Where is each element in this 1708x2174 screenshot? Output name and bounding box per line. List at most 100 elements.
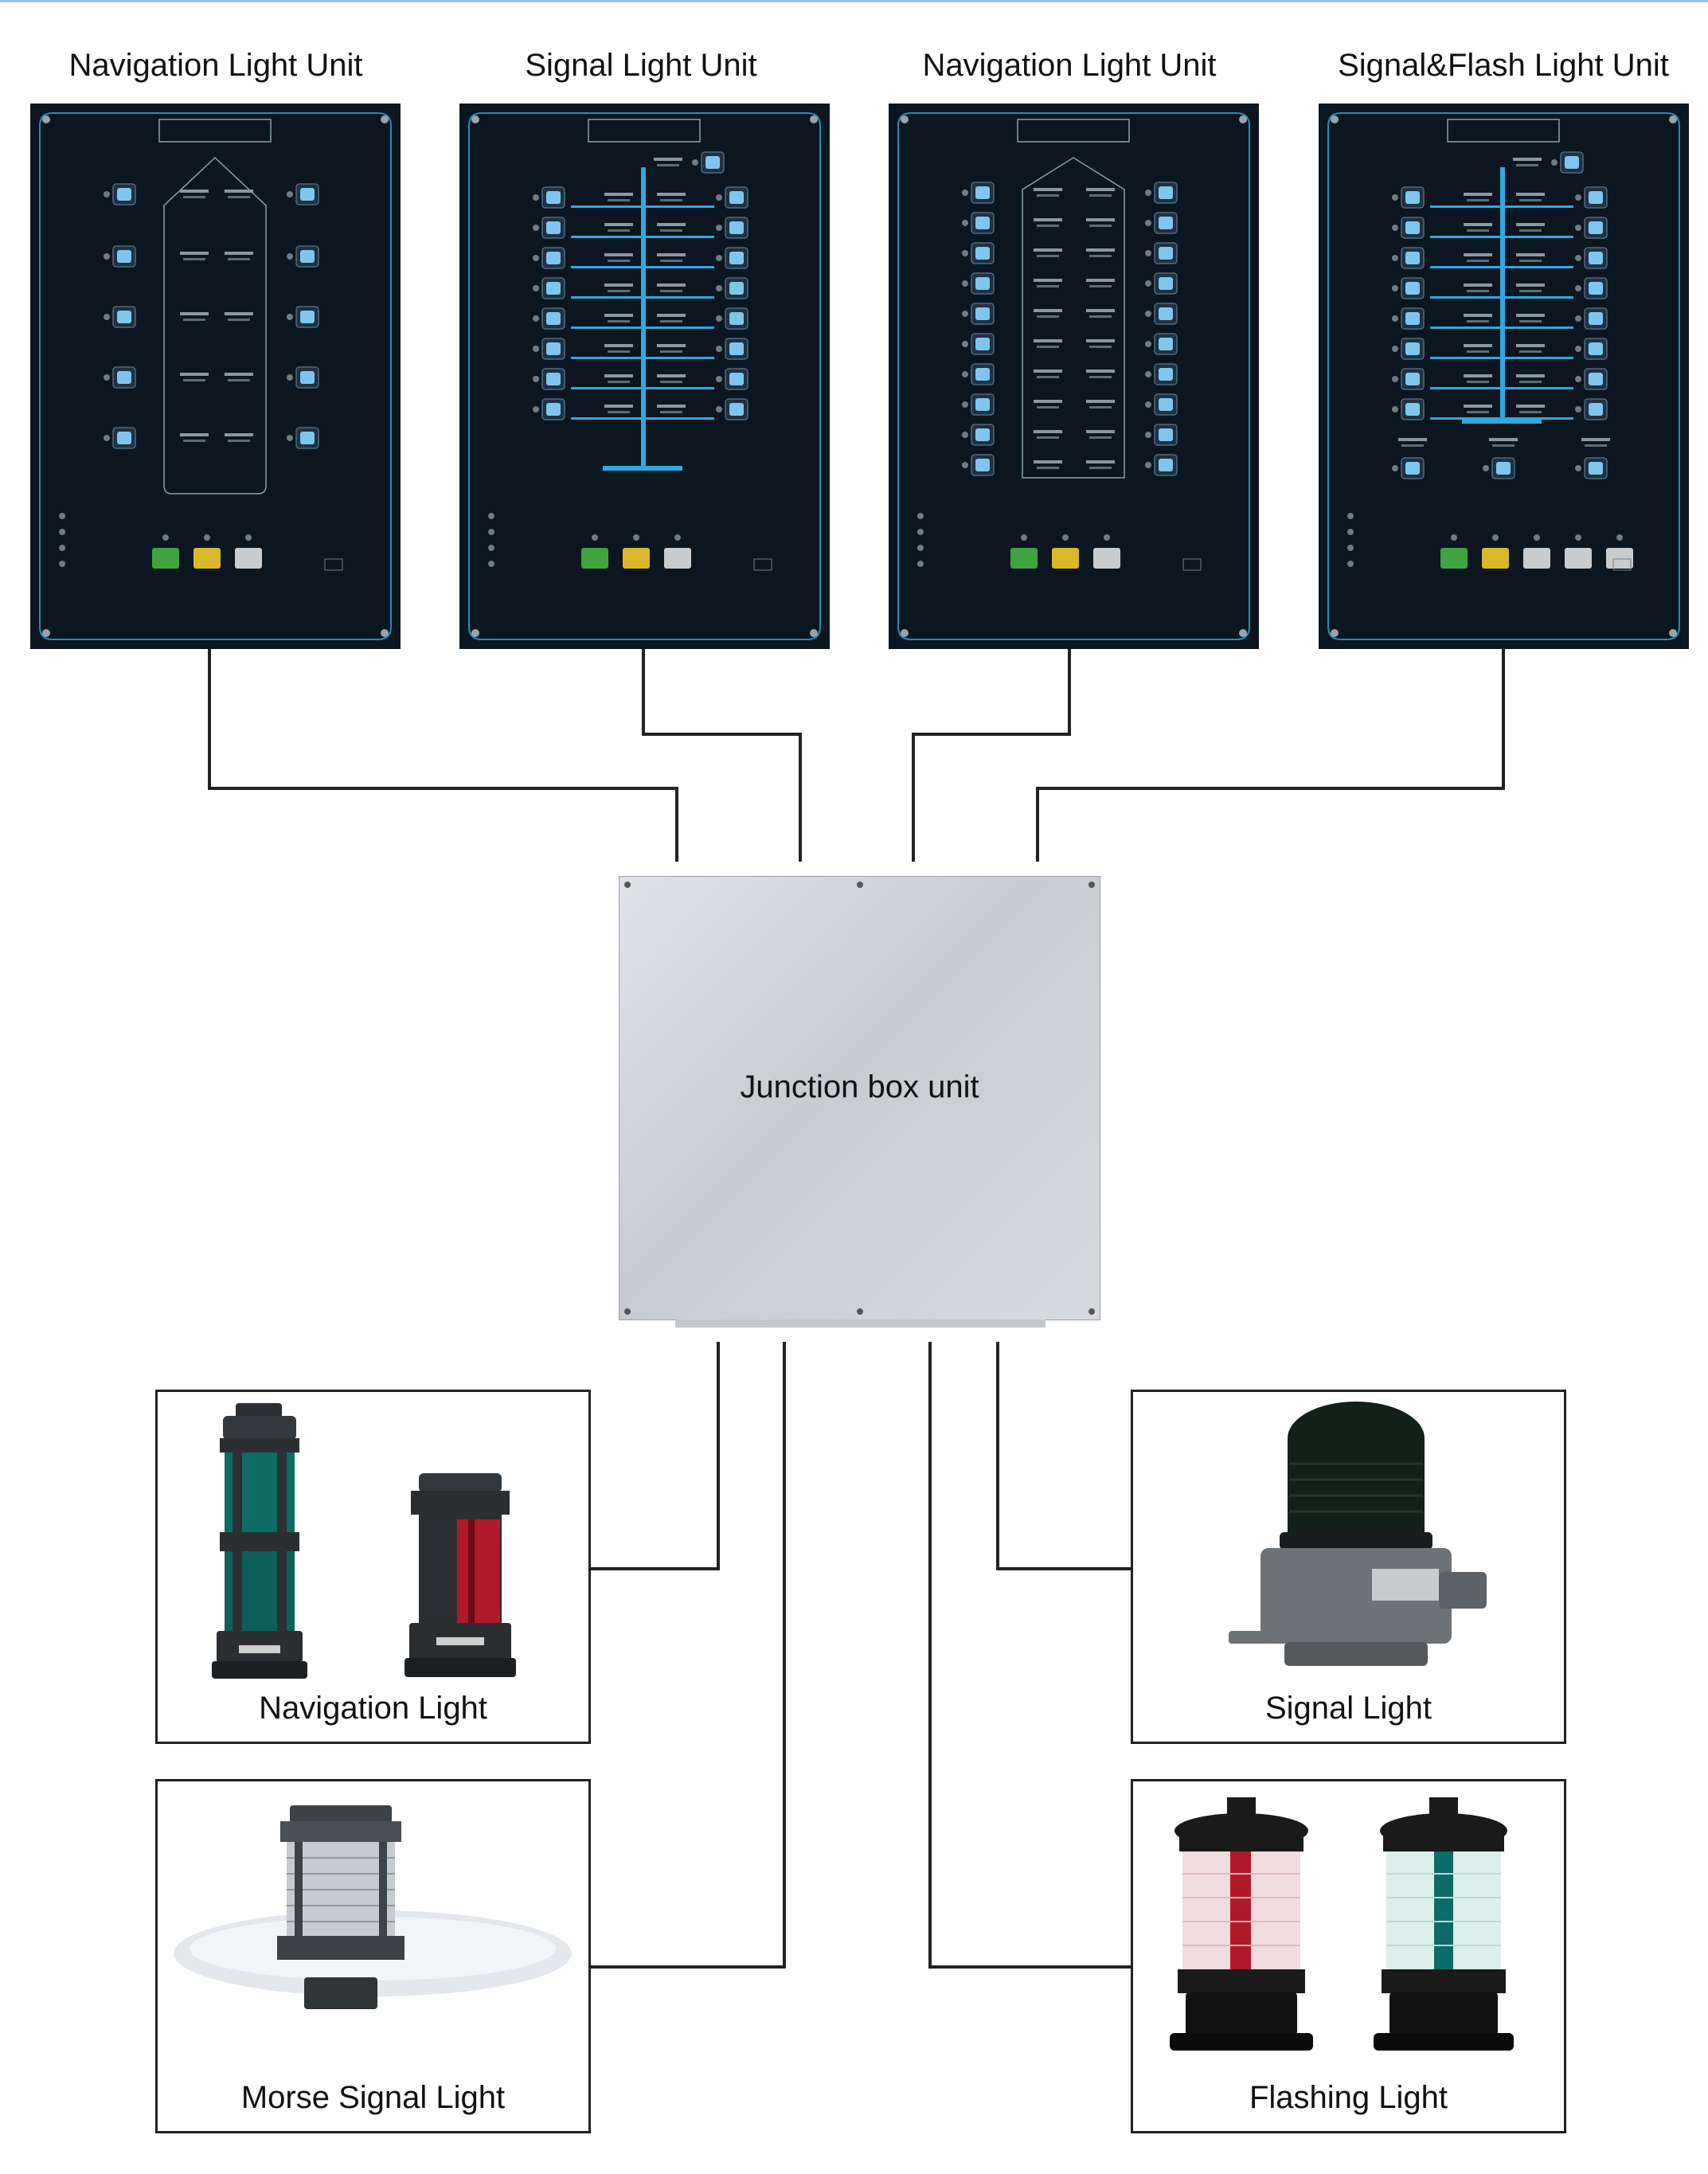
- switch-label-mark: [1516, 193, 1545, 196]
- bus-bar: [1462, 419, 1542, 424]
- bus-branch: [571, 387, 714, 389]
- switch-label-mark: [604, 223, 633, 226]
- control-button[interactable]: [1093, 548, 1120, 569]
- switch-button-face: [729, 221, 744, 234]
- control-button[interactable]: [1010, 548, 1038, 569]
- switch-label-mark: [1519, 229, 1542, 232]
- signal-light-image: [1229, 1402, 1487, 1666]
- bus-branch: [1430, 266, 1573, 268]
- indicator-lamp: [1575, 534, 1581, 541]
- buzzer-icon: [753, 558, 772, 571]
- control-button[interactable]: [623, 548, 650, 569]
- indicator-lamp: [287, 435, 293, 441]
- control-button[interactable]: [664, 548, 691, 569]
- switch-button-face: [546, 191, 561, 204]
- switch-label-mark: [608, 290, 630, 292]
- indicator-lamp: [1392, 255, 1398, 261]
- status-lamp: [59, 513, 65, 519]
- switch-label-mark: [1086, 279, 1115, 282]
- switch-label-mark: [1086, 400, 1115, 403]
- wire-navigation-light: [591, 1342, 720, 1570]
- switch-button-face: [1159, 277, 1173, 290]
- switch-button-face: [1405, 221, 1420, 234]
- status-lamp: [1347, 513, 1354, 519]
- switch-label-mark: [608, 411, 630, 413]
- indicator-lamp: [1575, 465, 1581, 471]
- switch-label-mark: [1513, 158, 1542, 161]
- control-button[interactable]: [152, 548, 179, 569]
- bus-branch: [571, 296, 714, 299]
- bus-branch: [571, 266, 714, 268]
- wire-signal-light: [996, 1342, 1131, 1570]
- switch-button-face: [1589, 312, 1603, 325]
- switch-label-mark: [228, 440, 250, 442]
- switch-label-mark: [1467, 260, 1489, 262]
- switch-button-face: [1159, 368, 1173, 381]
- control-button[interactable]: [235, 548, 262, 569]
- bus-branch: [571, 205, 714, 208]
- status-lamp: [917, 561, 924, 567]
- switch-label-mark: [1034, 370, 1062, 373]
- switch-button-face: [1159, 459, 1173, 471]
- control-button[interactable]: [1440, 548, 1468, 569]
- switch-label-mark: [1086, 248, 1115, 252]
- switch-label-mark: [1086, 309, 1115, 312]
- screw-icon: [857, 1308, 863, 1315]
- buzzer-icon: [1182, 558, 1202, 571]
- switch-label-mark: [1516, 374, 1545, 377]
- control-button[interactable]: [193, 548, 221, 569]
- switch-label-mark: [660, 381, 682, 383]
- switch-label-mark: [1464, 405, 1492, 408]
- switch-label-mark: [1464, 344, 1492, 347]
- switch-label-mark: [608, 199, 630, 201]
- switch-label-mark: [1034, 400, 1062, 403]
- control-button[interactable]: [1565, 548, 1592, 569]
- wire-signal-flash-panel: [1036, 649, 1505, 862]
- indicator-lamp: [1392, 315, 1398, 322]
- control-button[interactable]: [1052, 548, 1079, 569]
- switch-label-mark: [660, 411, 682, 413]
- switch-label-mark: [180, 190, 209, 193]
- indicator-lamp: [716, 376, 722, 382]
- indicator-lamp: [1392, 225, 1398, 231]
- switch-label-mark: [1034, 430, 1062, 433]
- switch-label-mark: [1585, 444, 1607, 447]
- switch-button-face: [1159, 186, 1173, 199]
- screw-icon: [624, 1308, 631, 1315]
- switch-label-mark: [1398, 438, 1427, 441]
- bus-branch: [571, 326, 714, 329]
- indicator-lamp: [533, 255, 539, 261]
- switch-label-mark: [225, 252, 253, 255]
- control-button[interactable]: [1482, 548, 1509, 569]
- indicator-lamp: [1145, 311, 1151, 317]
- panel-nameplate: [158, 119, 272, 143]
- switch-label-mark: [1037, 285, 1059, 287]
- indicator-lamp: [533, 315, 539, 322]
- indicator-lamp: [245, 534, 252, 541]
- indicator-lamp: [1392, 465, 1398, 471]
- switch-label-mark: [183, 319, 205, 321]
- control-button[interactable]: [1523, 548, 1550, 569]
- switch-label-mark: [1034, 279, 1062, 282]
- switch-label-mark: [1034, 309, 1062, 312]
- morse-signal-light-label: Morse Signal Light: [240, 2080, 506, 2115]
- bus-branch: [1430, 357, 1573, 359]
- switch-label-mark: [657, 164, 679, 166]
- control-button[interactable]: [581, 548, 608, 569]
- switch-button-face: [1589, 252, 1603, 264]
- ship-outline: [163, 156, 267, 495]
- wire-flashing-light: [928, 1342, 1131, 1969]
- indicator-lamp: [1392, 346, 1398, 352]
- switch-label-mark: [1467, 411, 1489, 413]
- switch-label-mark: [1516, 405, 1545, 408]
- switch-label-mark: [654, 158, 682, 161]
- switch-button-face: [975, 398, 990, 411]
- switch-label-mark: [1034, 248, 1062, 252]
- indicator-lamp: [716, 255, 722, 261]
- switch-label-mark: [608, 229, 630, 232]
- indicator-lamp: [1145, 432, 1151, 438]
- switch-label-mark: [1516, 344, 1545, 347]
- switch-label-mark: [604, 193, 633, 196]
- screw-icon: [901, 629, 909, 637]
- switch-button-face: [729, 191, 744, 204]
